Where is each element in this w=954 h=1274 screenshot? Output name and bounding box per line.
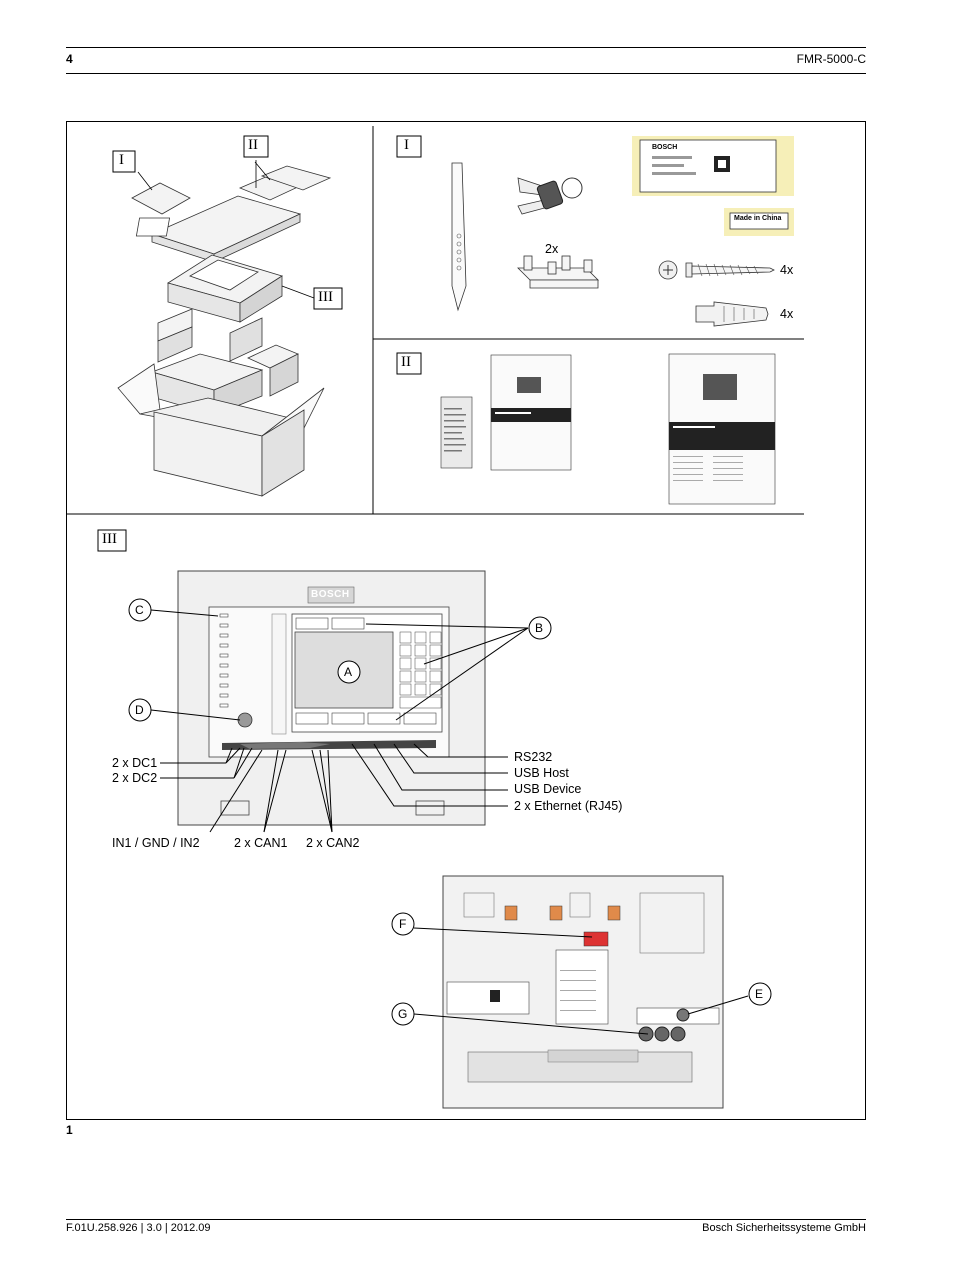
document-title: FMR-5000-C [796,52,866,66]
figure-number: 1 [66,1123,73,1137]
panel-back-drawing [442,875,724,1109]
bracket-quantity: 2x [545,242,559,256]
header-bottom-rule [66,73,866,74]
document-reference: F.01U.258.926 | 3.0 | 2012.09 [66,1222,211,1234]
made-in-label: Made in China [734,215,782,222]
section-mark-iii: III [318,289,333,305]
documents-ii-drawing [440,353,776,505]
panel-section-mark-iii: III [102,531,117,547]
panel-brand-logo: BOSCH [311,589,350,600]
callout-a: A [344,665,353,679]
usb-device-label: USB Device [514,782,582,796]
footer-rule [66,1219,866,1220]
section-mark-i: I [119,152,124,168]
section-mark-ii: II [248,137,258,153]
panel-back-leaders [413,927,749,1035]
can2-label: 2 x CAN2 [306,836,360,850]
panel-front-drawing [177,570,486,826]
callout-f: F [399,917,407,931]
usb-host-label: USB Host [514,766,569,780]
screw-quantity: 4x [780,263,794,277]
callout-b: B [535,621,544,635]
exploded-package-drawing [117,165,332,497]
callout-e: E [755,987,764,1001]
callout-g: G [398,1007,408,1021]
dowel-quantity: 4x [780,307,794,321]
sticker-brand: BOSCH [652,144,678,151]
dc1-label: 2 x DC1 [112,756,158,770]
input-terminals-label: IN1 / GND / IN2 [112,836,200,850]
panel-front-leaders [150,609,529,833]
parts-section-mark-i: I [404,137,409,153]
figure-frame [66,121,866,1120]
rs232-label: RS232 [514,750,553,764]
callout-d: D [135,703,144,717]
documents-section-mark-ii: II [401,354,411,370]
header-top-rule [66,47,866,48]
dc2-label: 2 x DC2 [112,771,158,785]
ethernet-label: 2 x Ethernet (RJ45) [514,799,623,813]
parts-i-drawing [451,136,794,327]
callout-c: C [135,603,144,617]
can1-label: 2 x CAN1 [234,836,288,850]
page-number: 4 [66,52,73,66]
company-name: Bosch Sicherheitssysteme GmbH [702,1222,866,1234]
